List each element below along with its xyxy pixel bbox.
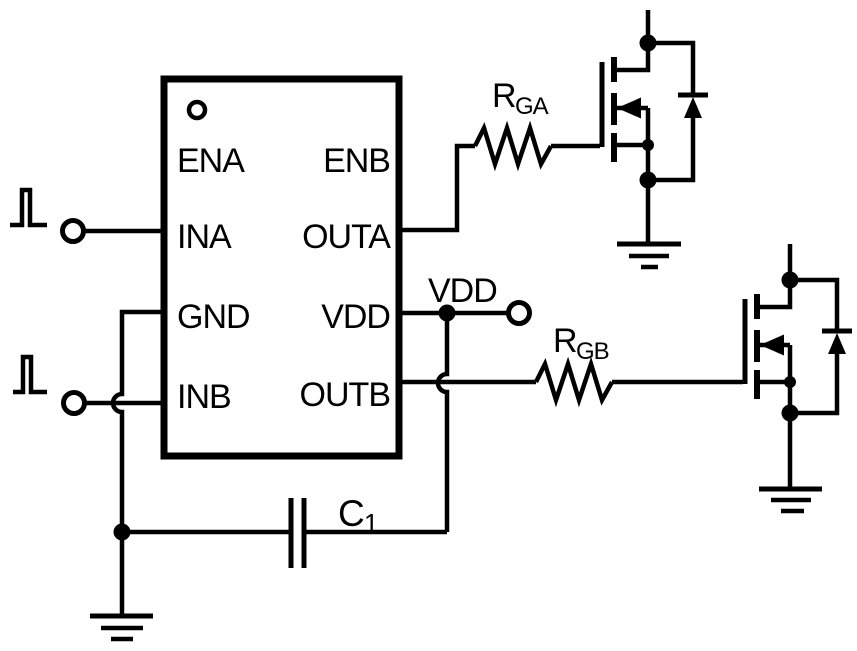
diode-b-top-wire [790, 277, 840, 331]
pin-label-gnd: GND [177, 298, 250, 336]
rga-sub-label: GA [515, 93, 549, 120]
source-b-junction-dot [784, 376, 796, 388]
ground-symbol-main-icon [90, 613, 153, 642]
ic-body [160, 75, 403, 460]
rgb-ref-label: R [553, 322, 577, 360]
pin-label-enb: ENB [323, 142, 390, 180]
resistor-rgb-icon [533, 356, 614, 408]
body-diode-a-icon [648, 40, 708, 183]
pin1-indicator-icon [186, 99, 208, 121]
input-a-terminal-icon [60, 218, 86, 244]
outb-net: R GB [399, 322, 743, 408]
diode-a-top-wire [648, 40, 696, 95]
vdd-drop-wire [435, 313, 450, 532]
capacitor-c1-icon [288, 498, 307, 568]
diode-a-triangle [684, 97, 702, 118]
mosfet-b-arrow-icon [760, 334, 784, 356]
gnd-net [90, 309, 164, 642]
mosfet-a [599, 10, 708, 270]
pulse-source-b-icon [13, 354, 47, 395]
pin-label-inb: INB [177, 378, 231, 416]
input-a [10, 187, 164, 244]
pulse-source-a-icon [10, 187, 47, 228]
gnd-wire [110, 309, 164, 616]
input-b-terminal-icon [61, 390, 87, 416]
mosfet-b-drain-stub [757, 280, 793, 310]
diode-b-triangle [828, 333, 846, 354]
gate-driver-ic: ENA INA GND INB ENB OUTA VDD OUTB [160, 75, 403, 460]
input-b [13, 354, 164, 416]
mosfet-a-arrow-icon [617, 97, 641, 119]
vdd-net: VDD [399, 272, 532, 532]
pin-label-outb: OUTB [300, 376, 390, 414]
diode-a-bottom-wire [648, 118, 696, 183]
ground-symbol-a-icon [617, 241, 681, 270]
mosfet-b [742, 244, 852, 514]
pin-label-vdd: VDD [321, 298, 390, 336]
ground-symbol-b-icon [759, 486, 822, 514]
source-a-junction-dot [642, 139, 654, 151]
vdd-terminal-icon [506, 300, 532, 326]
pin-label-outa: OUTA [302, 218, 391, 256]
c1-branch: C 1 [122, 493, 447, 568]
rgb-sub-label: GB [576, 338, 609, 365]
pin-label-ena: ENA [177, 142, 245, 180]
resistor-rga-icon [472, 120, 553, 172]
body-diode-b-icon [790, 277, 852, 416]
mosfet-a-drain-stub [614, 43, 651, 73]
rga-ref-label: R [492, 77, 516, 115]
outa-net: R GA [399, 77, 600, 233]
outa-wire [399, 143, 475, 233]
diode-b-bottom-wire [790, 354, 840, 416]
pin-label-ina: INA [177, 218, 232, 256]
c1-sub-label: 1 [364, 508, 378, 538]
vdd-net-label: VDD [428, 272, 497, 310]
c1-ref-label: C [338, 493, 364, 534]
